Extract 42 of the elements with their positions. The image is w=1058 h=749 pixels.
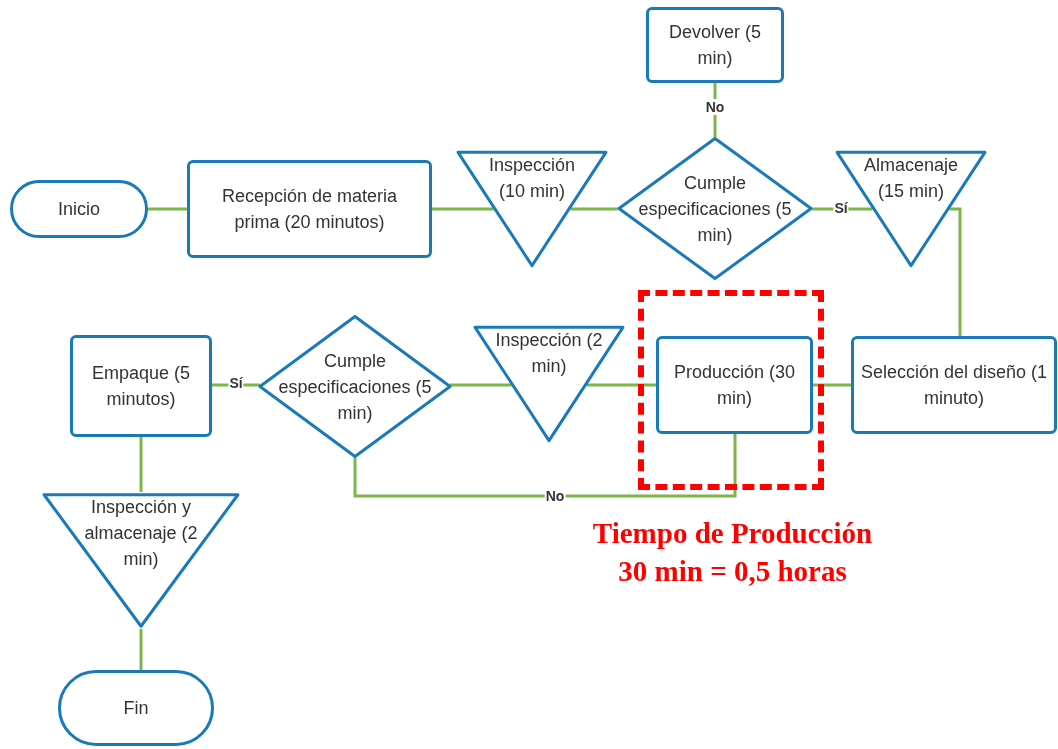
connector-line xyxy=(139,437,143,492)
connector-line xyxy=(949,207,962,336)
connector-line xyxy=(139,629,143,670)
node-label: Inspección y almacenaje (2 min) xyxy=(83,496,199,571)
connector-line xyxy=(813,383,851,387)
node-label: Recepción de materia prima (20 minutos) xyxy=(220,185,399,234)
terminator xyxy=(10,180,148,238)
connector-line xyxy=(449,383,512,387)
node-label: Fin xyxy=(123,697,149,720)
inspection-triangle xyxy=(834,150,988,268)
process-box xyxy=(70,335,212,437)
connector-line xyxy=(812,207,873,211)
connector-line xyxy=(148,207,187,211)
edge-label: Sí xyxy=(833,200,849,216)
process-box xyxy=(656,336,813,434)
connector-line xyxy=(713,83,717,137)
node-label: Inicio xyxy=(58,198,100,221)
decision-diamond xyxy=(258,315,452,458)
process-box xyxy=(187,160,432,258)
node-label: Devolver (5 min) xyxy=(668,21,762,70)
connector-line xyxy=(353,434,737,498)
connector-line xyxy=(586,383,656,387)
connector-line xyxy=(570,207,618,211)
node-label: Inspección (10 min) xyxy=(487,154,577,203)
node-label: Selección del diseño (1 minuto) xyxy=(859,361,1049,410)
edge-label: Sí xyxy=(228,375,244,391)
inspection-triangle xyxy=(40,492,242,629)
inspection-triangle xyxy=(472,325,626,443)
node-label: Cumple especificaciones (5 min) xyxy=(637,171,793,247)
node-label: Empaque (5 minutos) xyxy=(90,362,192,411)
node-label: Almacenaje (15 min) xyxy=(862,154,960,203)
edge-label: No xyxy=(544,488,566,504)
connector-line xyxy=(432,207,494,211)
process-box xyxy=(646,7,784,83)
note-text: Tiempo de Producción 30 min = 0,5 horas xyxy=(591,516,874,589)
node-label: Inspección (2 min) xyxy=(494,329,604,378)
inspection-triangle xyxy=(455,150,609,268)
node-label: Cumple especificaciones (5 min) xyxy=(277,349,433,425)
decision-diamond xyxy=(617,137,813,280)
process-box xyxy=(851,336,1057,434)
node-label: Producción (30 min) xyxy=(672,361,797,410)
edge-label: No xyxy=(704,99,726,115)
